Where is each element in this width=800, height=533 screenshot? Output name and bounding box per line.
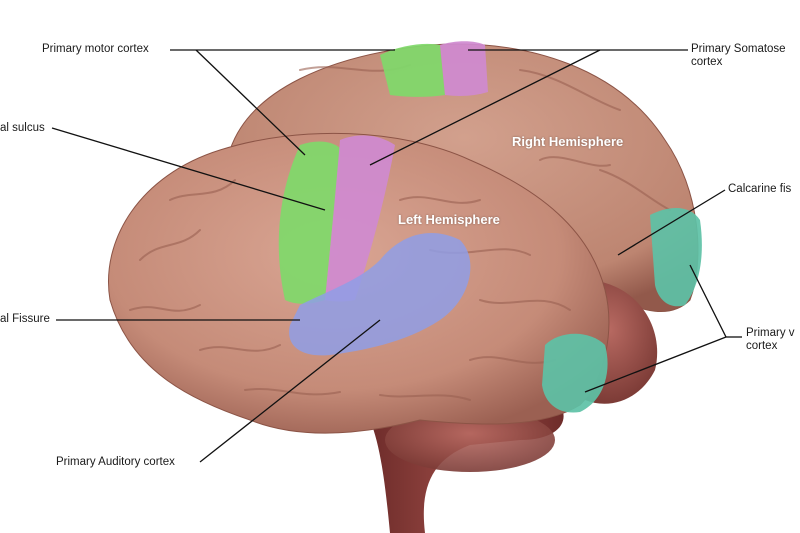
leader-auditory: [199, 319, 381, 463]
label-right-hemisphere: Right Hemisphere: [512, 134, 624, 149]
primary-auditory-region: [289, 232, 471, 356]
gyri-texture: [129, 64, 671, 401]
primary-somatosensory-top-region: [440, 41, 488, 96]
leader-somato-2: [369, 49, 601, 166]
leader-motor-2: [195, 49, 306, 156]
primary-somatosensory-region: [325, 135, 395, 302]
label-primary-visual-line1: Primary v: [746, 327, 795, 339]
pons-shape: [385, 408, 555, 472]
leader-visual-2: [689, 264, 727, 338]
label-lateral-fissure: al Fissure: [0, 313, 50, 325]
label-primary-somatosensory-line1: Primary Somatose: [691, 43, 786, 55]
primary-motor-cortex-top-region: [380, 43, 445, 97]
label-primary-auditory-cortex: Primary Auditory cortex: [56, 456, 175, 468]
primary-visual-left-region: [542, 333, 608, 413]
leader-visual-3: [584, 336, 727, 393]
leader-central-sulcus: [51, 127, 326, 211]
label-calcarine-fissure: Calcarine fis: [728, 183, 792, 195]
label-primary-motor-cortex: Primary motor cortex: [42, 43, 149, 55]
label-primary-somatosensory-line2: cortex: [691, 56, 723, 68]
label-central-sulcus: al sulcus: [0, 122, 45, 134]
label-left-hemisphere: Left Hemisphere: [398, 212, 500, 227]
primary-visual-right-region: [650, 208, 702, 307]
primary-motor-cortex-region: [278, 141, 340, 304]
leader-lines: [51, 49, 742, 463]
leader-calcarine: [617, 189, 726, 256]
label-primary-visual-line2: cortex: [746, 340, 778, 352]
